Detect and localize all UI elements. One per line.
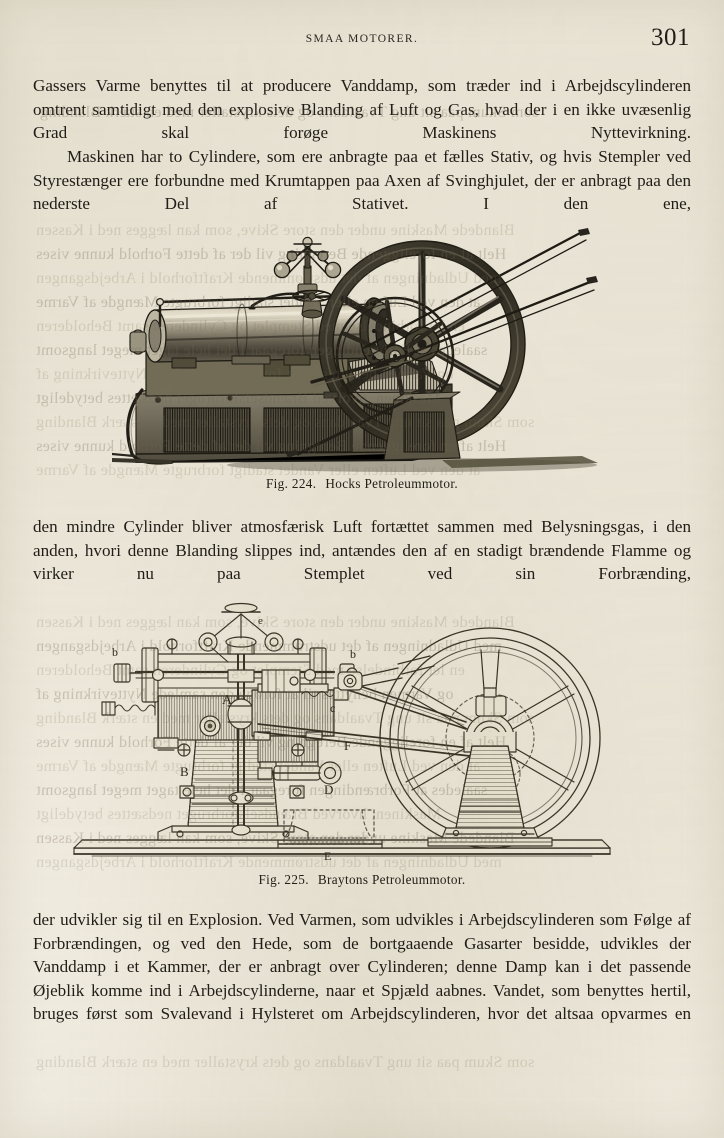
figure-224-illustration bbox=[112, 228, 598, 472]
page-number: 301 bbox=[651, 24, 690, 51]
body-paragraph-text: Maskinen har to Cylindere, som ere anbra… bbox=[33, 147, 691, 214]
figure-224 bbox=[112, 222, 612, 472]
running-head: SMAA MOTORER. 301 bbox=[0, 24, 724, 53]
running-head-title: SMAA MOTORER. bbox=[305, 33, 419, 45]
figure-224-number: Fig. 224. bbox=[265, 476, 317, 491]
figure-225-label-F: F bbox=[344, 738, 351, 753]
figure-225-label-E: E bbox=[324, 849, 331, 863]
figure-225-label-B: B bbox=[180, 764, 189, 779]
body-paragraph: Maskinen har to Cylindere, som ere anbra… bbox=[33, 145, 691, 216]
figure-224-caption: Fig. 224. Hocks Petroleummotor. bbox=[0, 476, 724, 492]
body-paragraph: Gassers Varme benyttes til at producere … bbox=[33, 76, 691, 143]
figure-225-label-b-right: b bbox=[350, 647, 356, 661]
figure-225-label-D: D bbox=[324, 782, 333, 797]
figure-225-title: Braytons Petroleummotor. bbox=[317, 872, 466, 887]
figure-225-label-c: c bbox=[330, 701, 335, 715]
figure-225-caption: Fig. 225. Braytons Petroleummotor. bbox=[0, 872, 724, 888]
body-paragraph: der udvikler sig til en Explosion. Ved V… bbox=[33, 910, 691, 1024]
body-paragraph: den mindre Cylinder bliver atmosfærisk L… bbox=[33, 517, 691, 584]
figure-225-label-b-left: b bbox=[112, 645, 118, 659]
figure-225-label-A-main: A bbox=[222, 693, 233, 708]
paragraph-block-3: den mindre Cylinder bliver atmosfærisk L… bbox=[33, 515, 691, 586]
figure-225-number: Fig. 225. bbox=[258, 872, 309, 887]
figure-225-label-e: e bbox=[258, 615, 263, 627]
figure-224-title: Hocks Petroleummotor. bbox=[325, 476, 459, 491]
paragraph-block-4: der udvikler sig til en Explosion. Ved V… bbox=[33, 908, 691, 1026]
bleed-line: som Skum paa sit ung Tvaaldans og dets k… bbox=[36, 1054, 535, 1071]
paragraph-block-1: Gassers Varme benyttes til at producere … bbox=[33, 74, 691, 145]
figure-225: b b bbox=[62, 598, 622, 870]
paragraph-block-2: Maskinen har to Cylindere, som ere anbra… bbox=[33, 145, 691, 216]
figure-225-illustration: b b bbox=[73, 602, 611, 863]
